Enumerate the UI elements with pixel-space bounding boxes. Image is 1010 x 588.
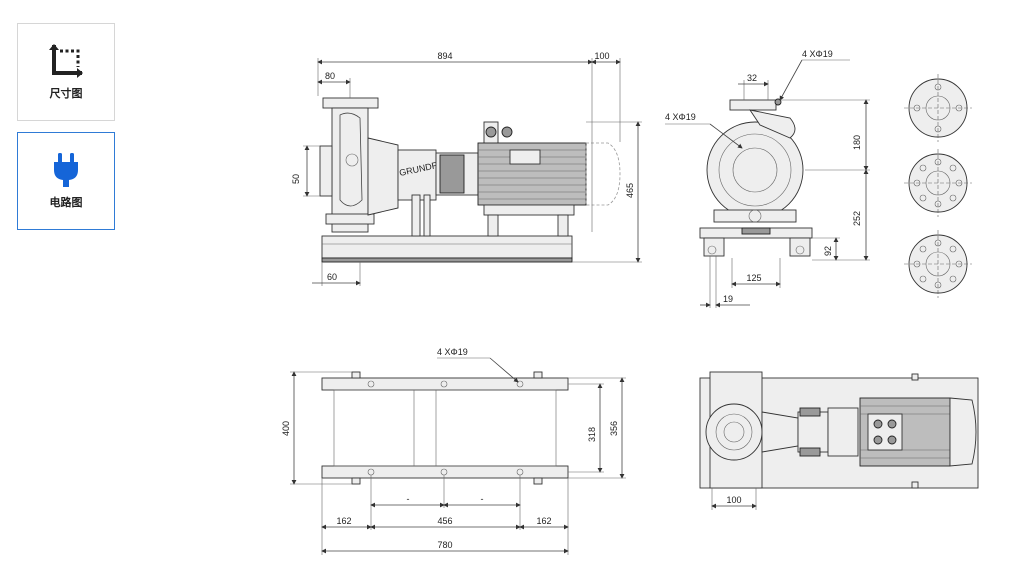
dimension-780: 780: [437, 540, 452, 550]
dimension-80: 80: [325, 71, 335, 81]
dimension-456: 456: [437, 516, 452, 526]
dimension-32: 32: [747, 73, 757, 83]
flange-diagrams: [904, 74, 972, 298]
plug-icon: [54, 153, 78, 187]
dimension-19: 19: [723, 294, 733, 304]
dimension-100: 100: [594, 51, 609, 61]
dimension-894: 894: [437, 51, 452, 61]
dimension-162-right: 162: [536, 516, 551, 526]
dimension-50: 50: [291, 174, 301, 184]
circuit-diagram-button[interactable]: 电路图: [17, 132, 115, 230]
side-view: GRUNDFOS 894 100 80: [291, 51, 642, 286]
top-view: 100: [699, 371, 979, 510]
dimension-400: 400: [281, 421, 291, 436]
dimension-drawing-label: 尺寸图: [49, 88, 83, 100]
dimension-162-left: 162: [336, 516, 351, 526]
dimension-100-top: 100: [726, 495, 741, 505]
end-discharge-holes: 4 XΦ19: [665, 112, 696, 122]
dimension-60: 60: [327, 272, 337, 282]
plan-view: 4 XΦ19 400 318 356 - - 162 456 162 780: [281, 347, 626, 555]
dimension-drawing-button[interactable]: 尺寸图: [17, 23, 115, 121]
dimension-356: 356: [609, 421, 619, 436]
dimension-180: 180: [852, 135, 862, 150]
dimension-crop-icon: [49, 44, 83, 78]
circuit-diagram-label: 电路图: [49, 197, 83, 209]
dimension-318: 318: [587, 427, 597, 442]
end-view: 4 XΦ19 4 XΦ19 32 180 252 92 125 19: [665, 49, 870, 308]
dimension-125: 125: [746, 273, 761, 283]
plan-mark-a: -: [407, 494, 410, 504]
end-flange-holes: 4 XΦ19: [802, 49, 833, 59]
dimension-465: 465: [625, 183, 635, 198]
dimension-92: 92: [823, 246, 833, 256]
dimension-252: 252: [852, 211, 862, 226]
plan-base-holes: 4 XΦ19: [437, 347, 468, 357]
plan-mark-b: -: [481, 494, 484, 504]
